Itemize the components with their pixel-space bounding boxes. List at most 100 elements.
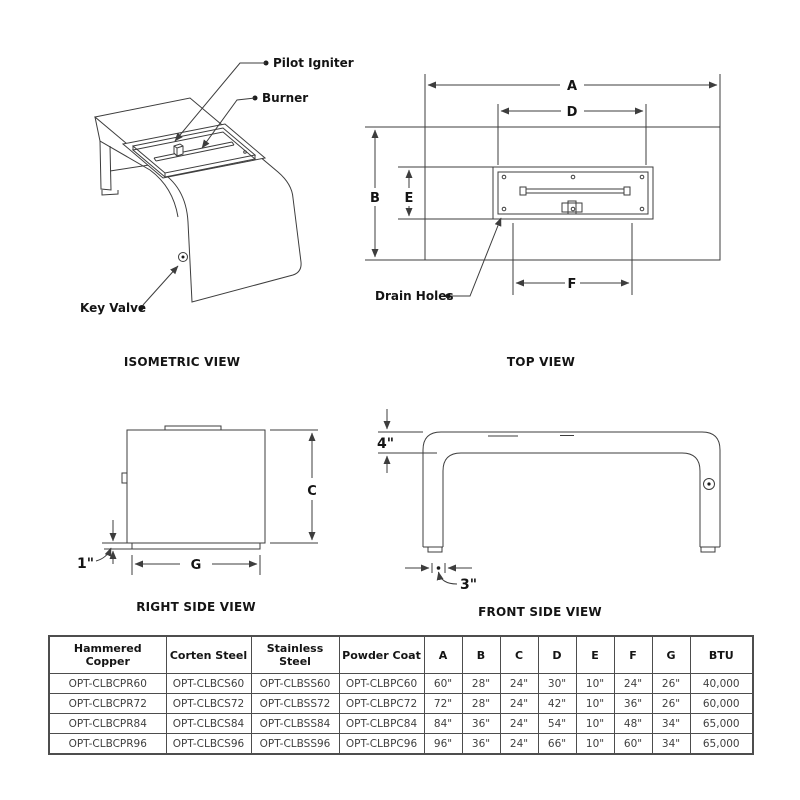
pilot-igniter-leader [174,62,266,142]
dimension-g: G [131,555,261,575]
table-header-cell: E [575,635,615,674]
table-header-cell: A [423,635,463,674]
table-header-cell: Corten Steel [165,635,252,674]
front-side-view-drawing: 4" 3" [377,409,721,593]
table-cell: 24" [499,733,539,755]
key-valve-profile [121,472,128,484]
pilot-box [561,202,583,213]
pilot-box [173,143,184,157]
isometric-view-drawing: Pilot Igniter Burner Key Valve [80,56,354,315]
table-header-cell: F [613,635,653,674]
burner-pan [121,123,267,179]
drain-holes-callout: Drain Holes [375,217,502,303]
table-cell: OPT-CLBPC60 [338,673,425,694]
drain-hole [639,206,645,212]
table-cell: 72" [423,693,463,714]
burner-tray-edge [488,435,574,437]
drain-holes-leader [450,217,502,297]
key-valve-label: Key Valve [80,301,146,315]
table-cell: 24" [499,673,539,694]
table-cell: OPT-CLBCPR72 [48,693,167,714]
dim-label-3in: 3" [460,577,477,593]
table-cell: 28" [461,693,501,714]
base-strip [131,542,261,550]
table-header-cell: C [499,635,539,674]
drain-hole [570,174,576,180]
dimension-a: A [424,74,721,130]
table-header-cell: B [461,635,501,674]
table-header-cell: Stainless Steel [250,635,340,674]
table-cell: 10" [575,693,615,714]
table-cell: 34" [651,713,691,734]
table-cell: OPT-CLBSS96 [250,733,340,755]
table-cell: OPT-CLBPC72 [338,693,425,714]
table-cell: OPT-CLBCS72 [165,693,252,714]
table-cell: 60,000 [689,693,754,714]
table-cell: 48" [613,713,653,734]
table-cell: OPT-CLBCS96 [165,733,252,755]
table-cell: OPT-CLBPC96 [338,733,425,755]
dimension-c: C [270,429,318,544]
table-cell: OPT-CLBSS84 [250,713,340,734]
table-cell: 36" [461,733,501,755]
front-side-view-caption: FRONT SIDE VIEW [478,605,602,619]
dimension-top-thickness: 4" [377,409,437,473]
top-view-drawing: A D B E F Drain Holes [365,74,721,303]
right-side-view-caption: RIGHT SIDE VIEW [136,600,256,614]
table-cell: 66" [537,733,577,755]
table-cell: 36" [613,693,653,714]
table-header-cell: BTU [689,635,754,674]
key-valve-leader [142,265,179,306]
table-cell: 60" [613,733,653,755]
top-view-caption: TOP VIEW [506,355,576,369]
table-cell: OPT-CLBCPR84 [48,713,167,734]
table-cell: 84" [423,713,463,734]
dim-label-e: E [405,191,414,206]
table-cell: OPT-CLBCS84 [165,713,252,734]
key-valve [178,252,188,262]
bench-body [93,97,302,303]
dimension-b: B [365,126,425,261]
dim-label-1in: 1" [77,556,94,572]
table-cell: OPT-CLBCPR60 [48,673,167,694]
table-cell: 40,000 [689,673,754,694]
table-cell: OPT-CLBSS72 [250,693,340,714]
table-cell: 26" [651,673,691,694]
right-foot [700,546,716,553]
table-cell: 65,000 [689,713,754,734]
callouts: Pilot Igniter Burner Key Valve [80,56,354,315]
right-side-view-drawing: C G 1" [77,425,318,575]
key-valve-bullet [138,305,144,311]
burner-tube [153,141,235,162]
drain-hole [243,150,247,154]
drain-holes-label: Drain Holes [375,289,454,303]
burner-leader [201,97,256,149]
table-cell: 24" [499,693,539,714]
dim-label-g: G [191,558,202,573]
table-cell: 28" [461,673,501,694]
table-cell: 65,000 [689,733,754,755]
dim-label-a: A [567,79,577,94]
table-cell: 34" [651,733,691,755]
dim-label-b: B [370,191,380,206]
table-cell: 10" [575,673,615,694]
table-cell: 10" [575,713,615,734]
dimension-e: E [398,166,493,220]
side-outline [126,429,266,544]
table-cell: 54" [537,713,577,734]
dimension-base-height: 1" [77,520,132,572]
burner-tube [526,188,624,194]
isometric-view-caption: ISOMETRIC VIEW [123,355,241,369]
table-cell: 42" [537,693,577,714]
drain-hole [501,174,507,180]
table-cell: 10" [575,733,615,755]
burner-label: Burner [262,91,308,105]
dim-label-d: D [567,105,578,120]
drain-hole [570,206,576,212]
